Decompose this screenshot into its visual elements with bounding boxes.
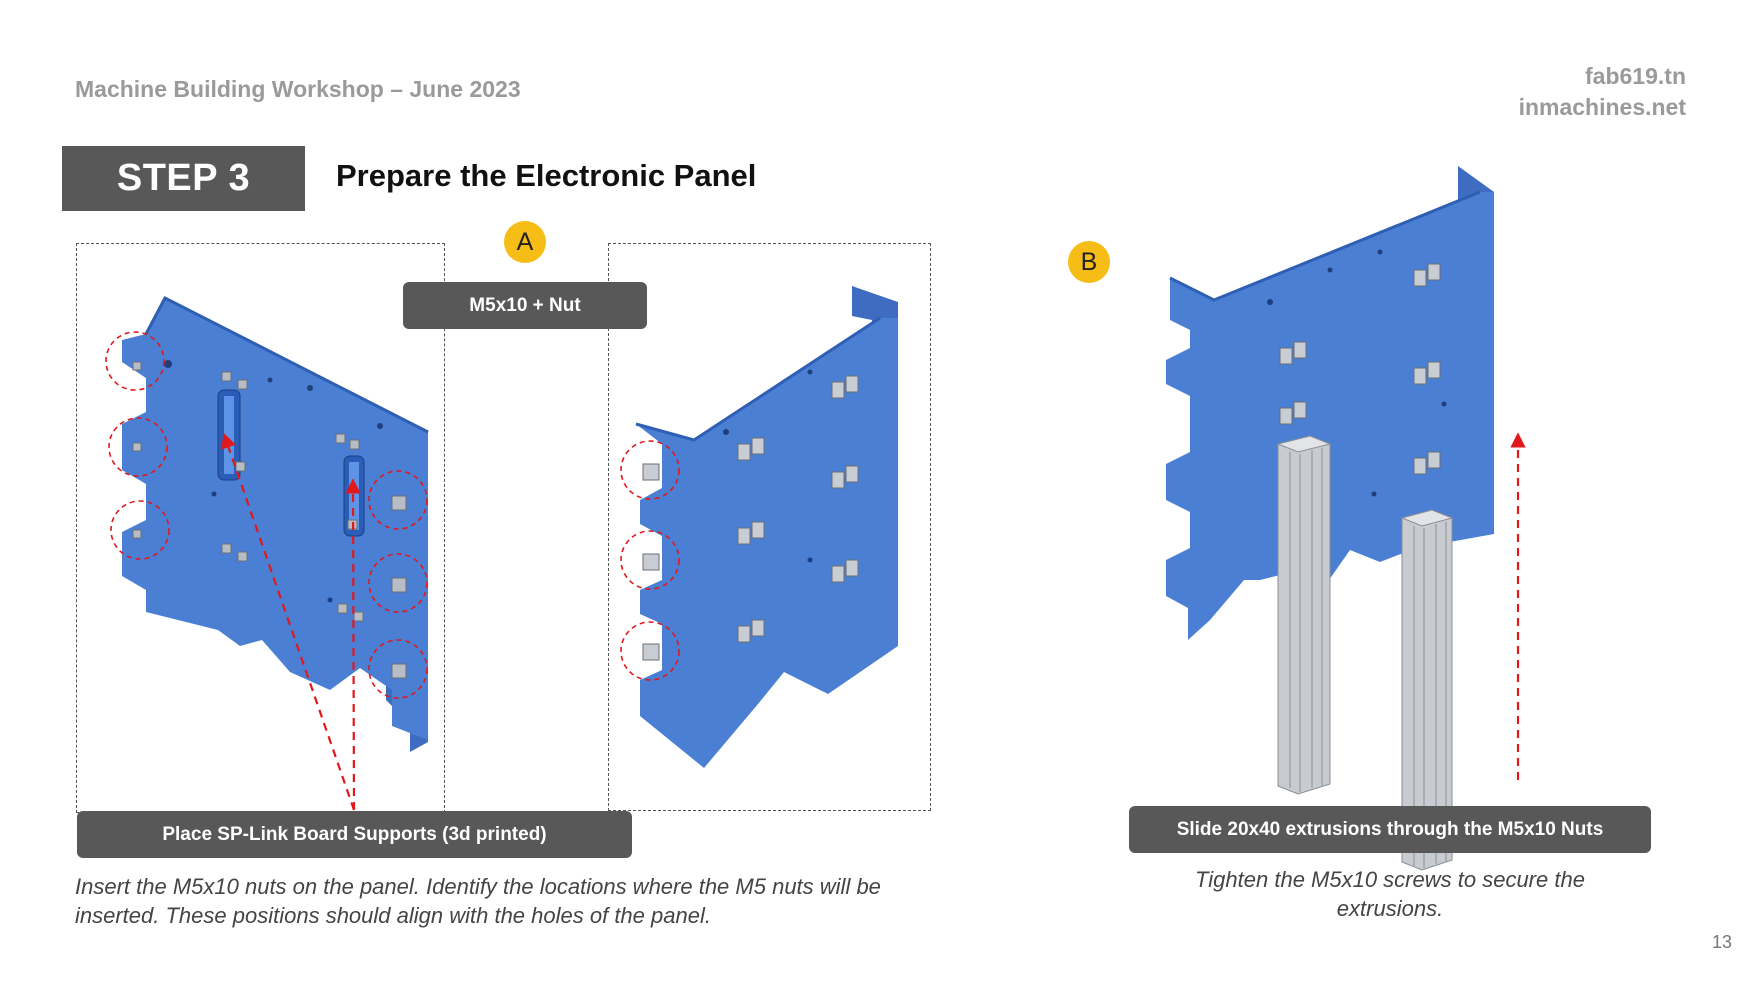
badge-b: B: [1068, 241, 1110, 283]
site-inmachines: inmachines.net: [1518, 94, 1686, 120]
step-title: Prepare the Electronic Panel: [336, 158, 757, 193]
badge-a: A: [504, 221, 546, 263]
page-number: 13: [1711, 932, 1732, 952]
slide-extrusions-label: Slide 20x40 extrusions through the M5x10…: [1129, 806, 1651, 853]
workshop-title: Machine Building Workshop – June 2023: [75, 76, 521, 102]
panel-front-illustration: [105, 295, 429, 811]
site-fab619: fab619.tn: [1585, 63, 1686, 89]
panel-back-illustration: [620, 286, 898, 768]
panel-back-frame: [608, 243, 931, 811]
place-supports-label: Place SP-Link Board Supports (3d printed…: [77, 811, 632, 858]
caption-insert-nuts: Insert the M5x10 nuts on the panel. Iden…: [75, 874, 881, 928]
m5-nut-label: M5x10 + Nut: [403, 282, 647, 329]
step-label: STEP 3: [62, 146, 305, 211]
caption-tighten-screws: Tighten the M5x10 screws to secure the e…: [1195, 867, 1585, 921]
panel-extrusion-illustration: [1166, 166, 1526, 871]
